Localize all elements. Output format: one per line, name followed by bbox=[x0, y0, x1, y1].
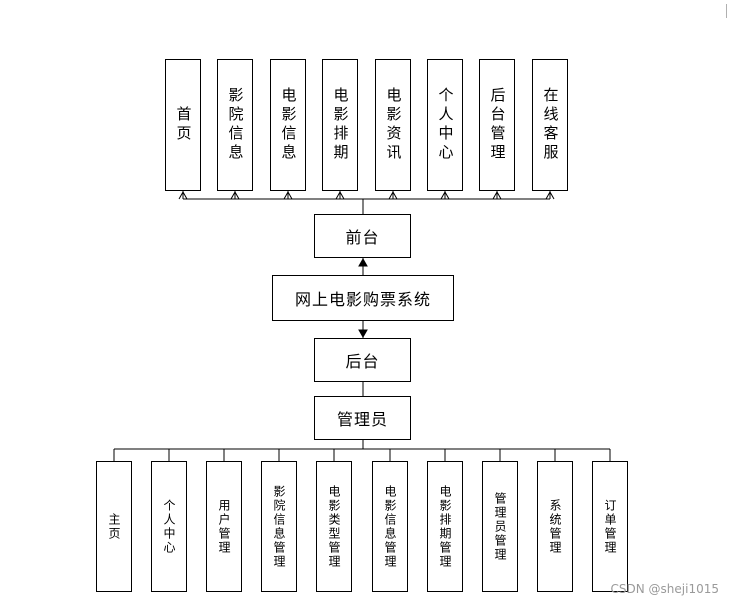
front-module-label: 个人中心 bbox=[436, 87, 455, 163]
admin-module-box: 电影信息管理 bbox=[372, 461, 408, 592]
admin-module-label: 电影类型管理 bbox=[327, 484, 341, 569]
front-module-label: 后台管理 bbox=[488, 87, 507, 163]
admin-module-label: 订单管理 bbox=[603, 498, 617, 555]
front-module-label: 在线客服 bbox=[541, 87, 560, 163]
front-module-label: 电影信息 bbox=[279, 87, 298, 163]
admin-module-label: 电影排期管理 bbox=[438, 484, 452, 569]
front-module-box: 电影信息 bbox=[270, 59, 306, 191]
front-box: 前台 bbox=[314, 214, 411, 258]
admin-module-box: 电影排期管理 bbox=[427, 461, 463, 592]
front-module-box: 首页 bbox=[165, 59, 201, 191]
front-module-arrow bbox=[230, 190, 240, 200]
admin-box: 管理员 bbox=[314, 396, 411, 440]
front-module-box: 电影排期 bbox=[322, 59, 358, 191]
front-module-label: 电影资讯 bbox=[384, 87, 403, 163]
system-box: 网上电影购票系统 bbox=[272, 275, 454, 321]
admin-module-label: 个人中心 bbox=[162, 498, 176, 555]
front-module-arrow bbox=[335, 190, 345, 200]
admin-module-box: 订单管理 bbox=[592, 461, 628, 592]
admin-module-label: 影院信息管理 bbox=[272, 484, 286, 569]
front-module-arrow bbox=[178, 190, 188, 200]
front-module-label: 影院信息 bbox=[226, 87, 245, 163]
admin-module-label: 用户管理 bbox=[217, 498, 231, 555]
front-module-box: 后台管理 bbox=[479, 59, 515, 191]
admin-module-box: 用户管理 bbox=[206, 461, 242, 592]
front-module-label: 电影排期 bbox=[331, 87, 350, 163]
admin-module-box: 系统管理 bbox=[537, 461, 573, 592]
watermark: CSDN @sheji1015 bbox=[610, 582, 719, 596]
front-module-label: 首页 bbox=[174, 106, 193, 144]
admin-module-box: 个人中心 bbox=[151, 461, 187, 592]
back-label: 后台 bbox=[345, 352, 380, 371]
front-module-arrow bbox=[440, 190, 450, 200]
admin-module-box: 管理员管理 bbox=[482, 461, 518, 592]
top-edge-guide bbox=[726, 4, 727, 18]
admin-module-box: 电影类型管理 bbox=[316, 461, 352, 592]
admin-module-box: 主页 bbox=[96, 461, 132, 592]
admin-module-label: 系统管理 bbox=[548, 498, 562, 555]
admin-module-label: 主页 bbox=[107, 512, 121, 541]
front-module-arrow bbox=[388, 190, 398, 200]
front-module-box: 电影资讯 bbox=[375, 59, 411, 191]
back-box: 后台 bbox=[314, 338, 411, 382]
front-module-box: 在线客服 bbox=[532, 59, 568, 191]
front-module-arrow bbox=[283, 190, 293, 200]
front-module-arrow bbox=[545, 190, 555, 200]
front-module-box: 个人中心 bbox=[427, 59, 463, 191]
admin-module-label: 电影信息管理 bbox=[383, 484, 397, 569]
system-to-front-arrow bbox=[358, 257, 368, 267]
front-label: 前台 bbox=[345, 228, 380, 247]
system-label: 网上电影购票系统 bbox=[294, 290, 431, 309]
admin-module-box: 影院信息管理 bbox=[261, 461, 297, 592]
system-to-back-arrow bbox=[358, 329, 368, 339]
front-module-arrow bbox=[492, 190, 502, 200]
front-module-box: 影院信息 bbox=[217, 59, 253, 191]
admin-module-label: 管理员管理 bbox=[493, 491, 507, 562]
admin-label: 管理员 bbox=[336, 410, 388, 429]
